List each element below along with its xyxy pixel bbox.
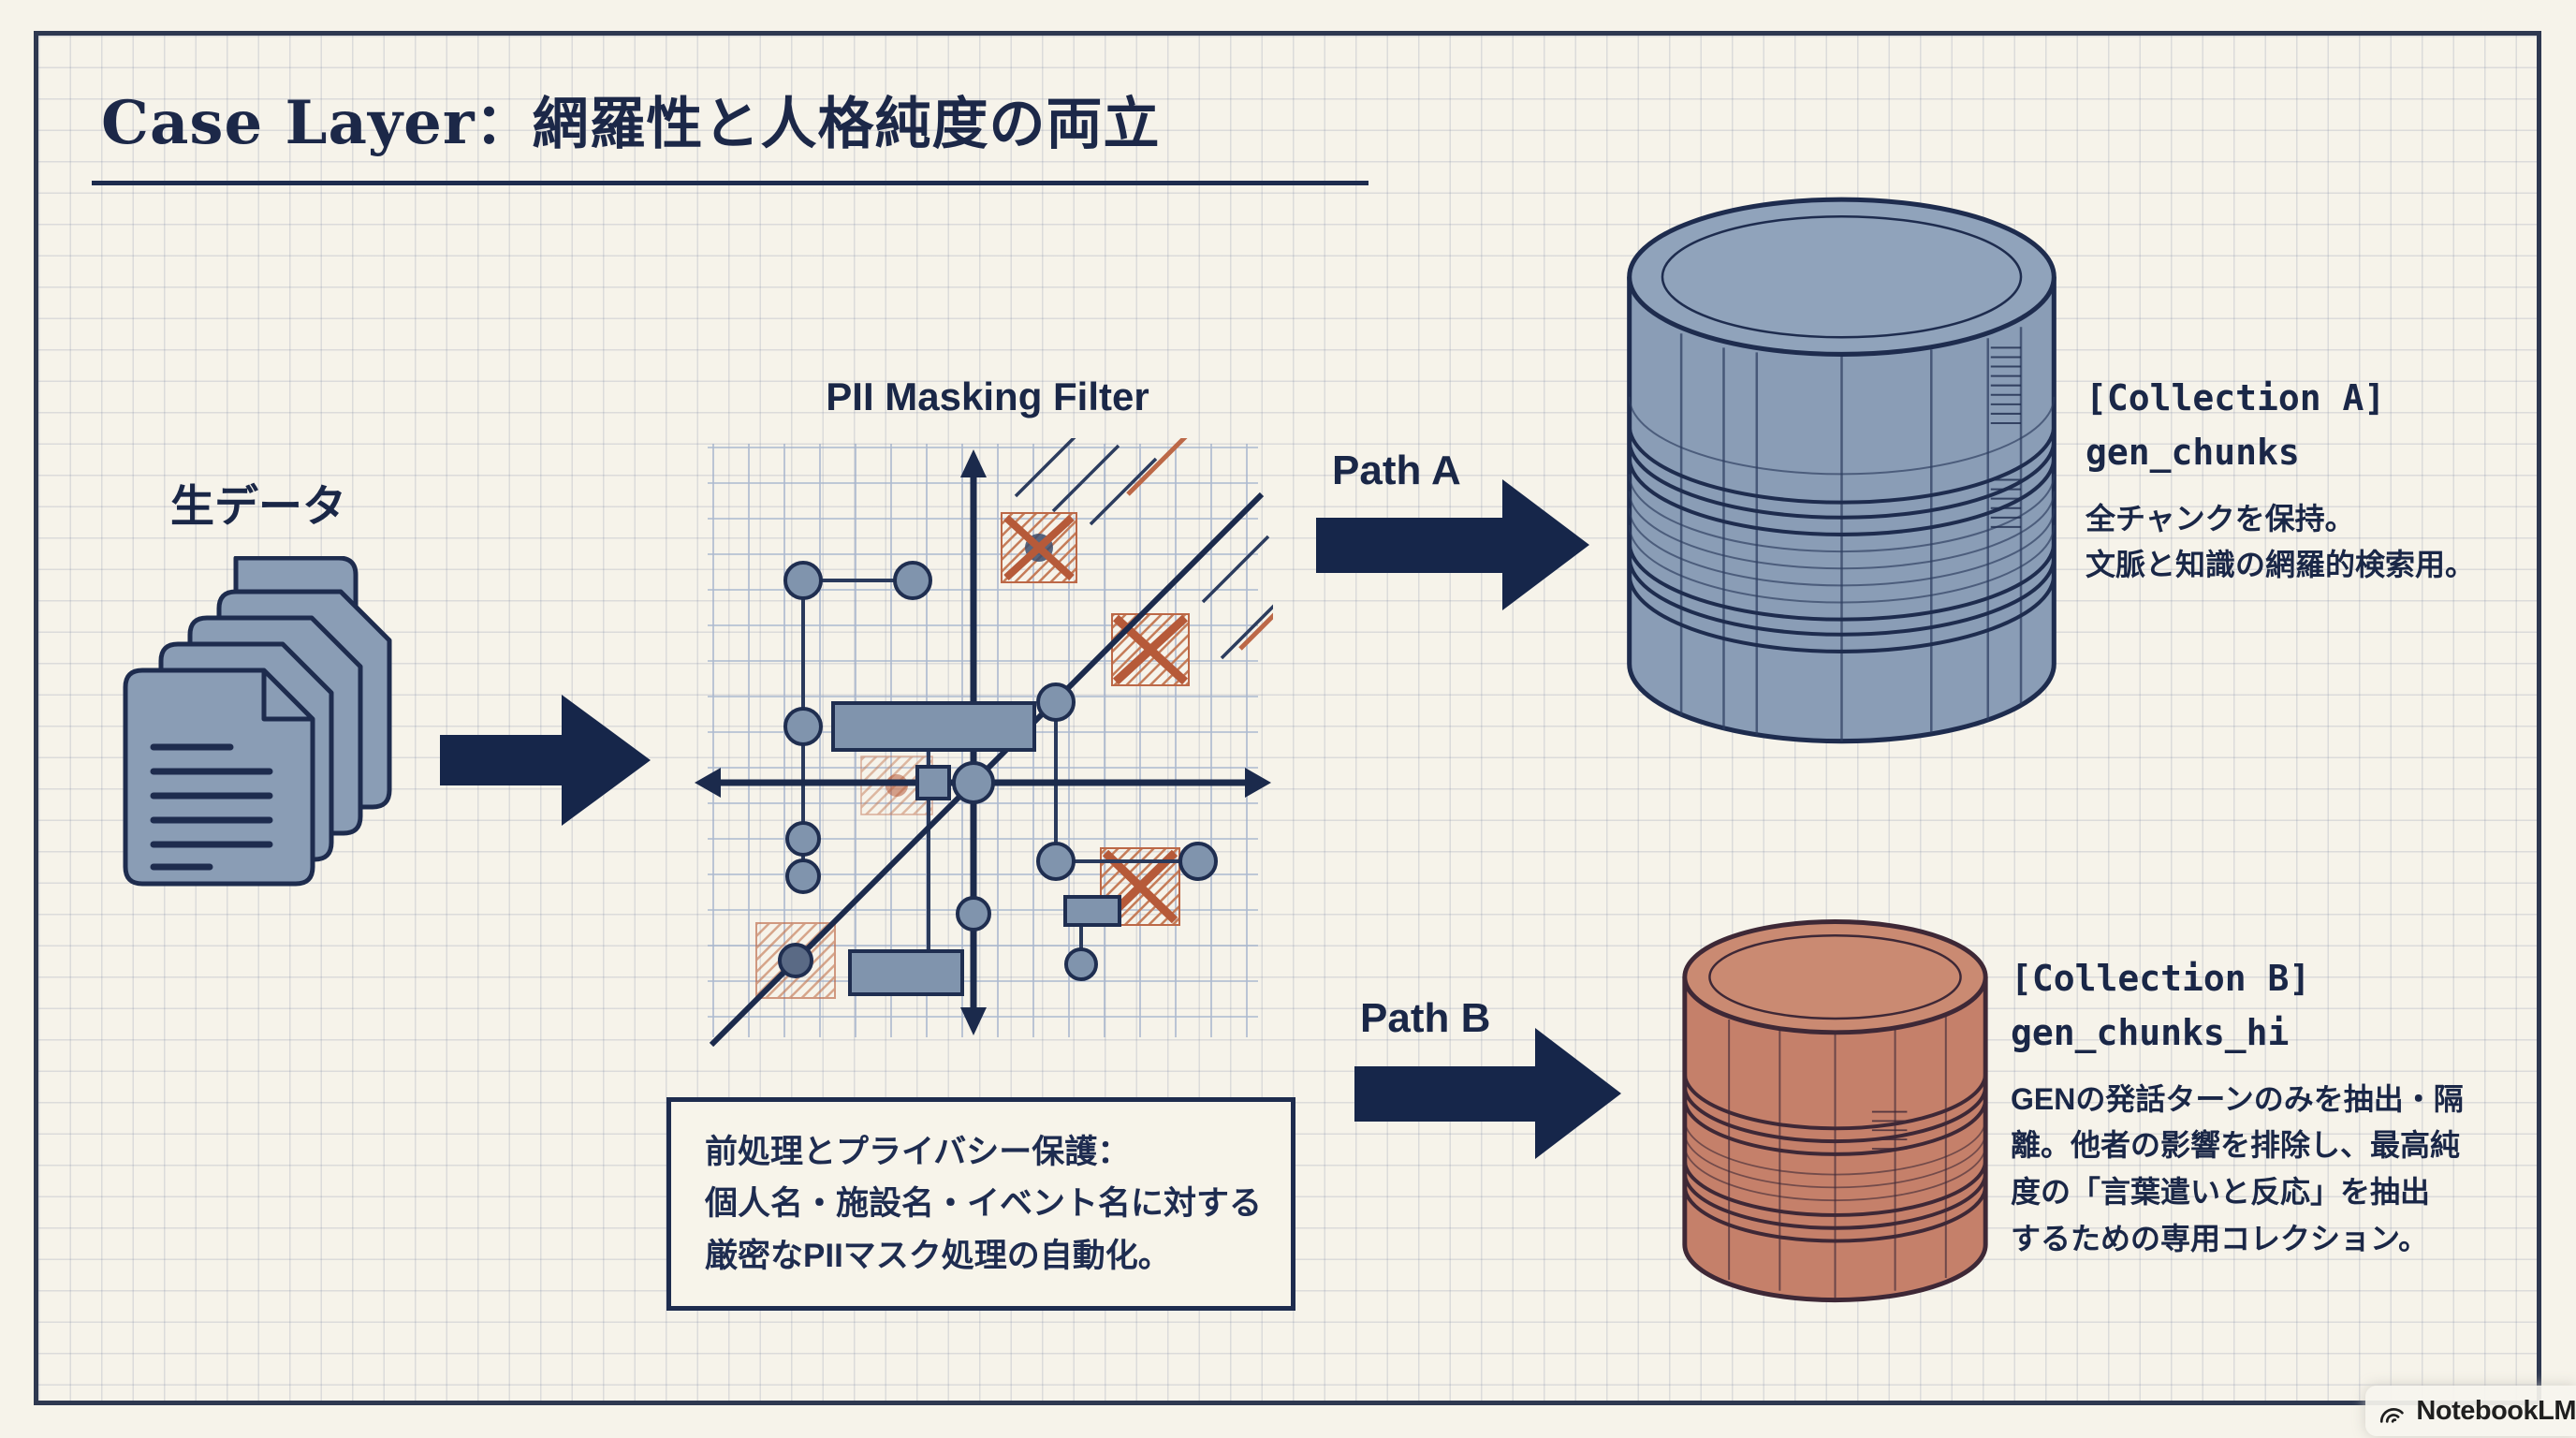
filter-title: PII Masking Filter xyxy=(826,374,1149,418)
note-box: 前処理とプライバシー保護：個人名・施設名・イベント名に対する厳密なPIIマスク処… xyxy=(666,1097,1295,1311)
pii-masking-scatter-icon xyxy=(695,438,1273,1047)
collection-a-text: [Collection A] gen_chunks 全チャンクを保持。文脈と知識… xyxy=(2086,371,2554,589)
path-b-arrow-icon xyxy=(1354,1028,1621,1159)
notebooklm-logo-icon xyxy=(2379,1408,2404,1423)
collection-b-desc: GENの発話ターンのみを抽出・隔離。他者の影響を排除し、最高純度の「言葉遣いと反… xyxy=(2011,1081,2464,1255)
path-b-label: Path B xyxy=(1360,995,1491,1041)
note-text: 前処理とプライバシー保護：個人名・施設名・イベント名に対する厳密なPIIマスク処… xyxy=(705,1134,1263,1274)
collection-a-desc: 全チャンクを保持。文脈と知識の網羅的検索用。 xyxy=(2086,501,2476,582)
path-a-label: Path A xyxy=(1332,448,1461,493)
collection-b-name: gen_chunks_hi xyxy=(2011,1011,2290,1053)
collection-b-database-icon xyxy=(1682,919,1988,1303)
page-title-en: Case Layer xyxy=(101,88,476,158)
document-stack-icon xyxy=(123,556,392,887)
page-title-ja: ：網羅性と人格純度の両立 xyxy=(475,93,1161,155)
raw-data-label: 生データ xyxy=(170,481,346,531)
watermark-badge: NotebookLM xyxy=(2365,1386,2576,1436)
page-title: Case Layer：網羅性と人格純度の両立 xyxy=(101,79,1161,160)
collection-b-text: [Collection B] gen_chunks_hi GENの発話ターンのみ… xyxy=(2011,951,2563,1262)
flow-arrow-icon xyxy=(440,695,651,826)
title-underline xyxy=(92,181,1368,185)
collection-a-tag: [Collection A] xyxy=(2086,377,2386,418)
collection-a-database-icon xyxy=(1627,197,2056,744)
collection-a-name: gen_chunks xyxy=(2086,431,2300,473)
watermark-label: NotebookLM xyxy=(2416,1395,2576,1426)
collection-b-tag: [Collection B] xyxy=(2011,958,2311,999)
path-a-arrow-icon xyxy=(1316,479,1589,610)
